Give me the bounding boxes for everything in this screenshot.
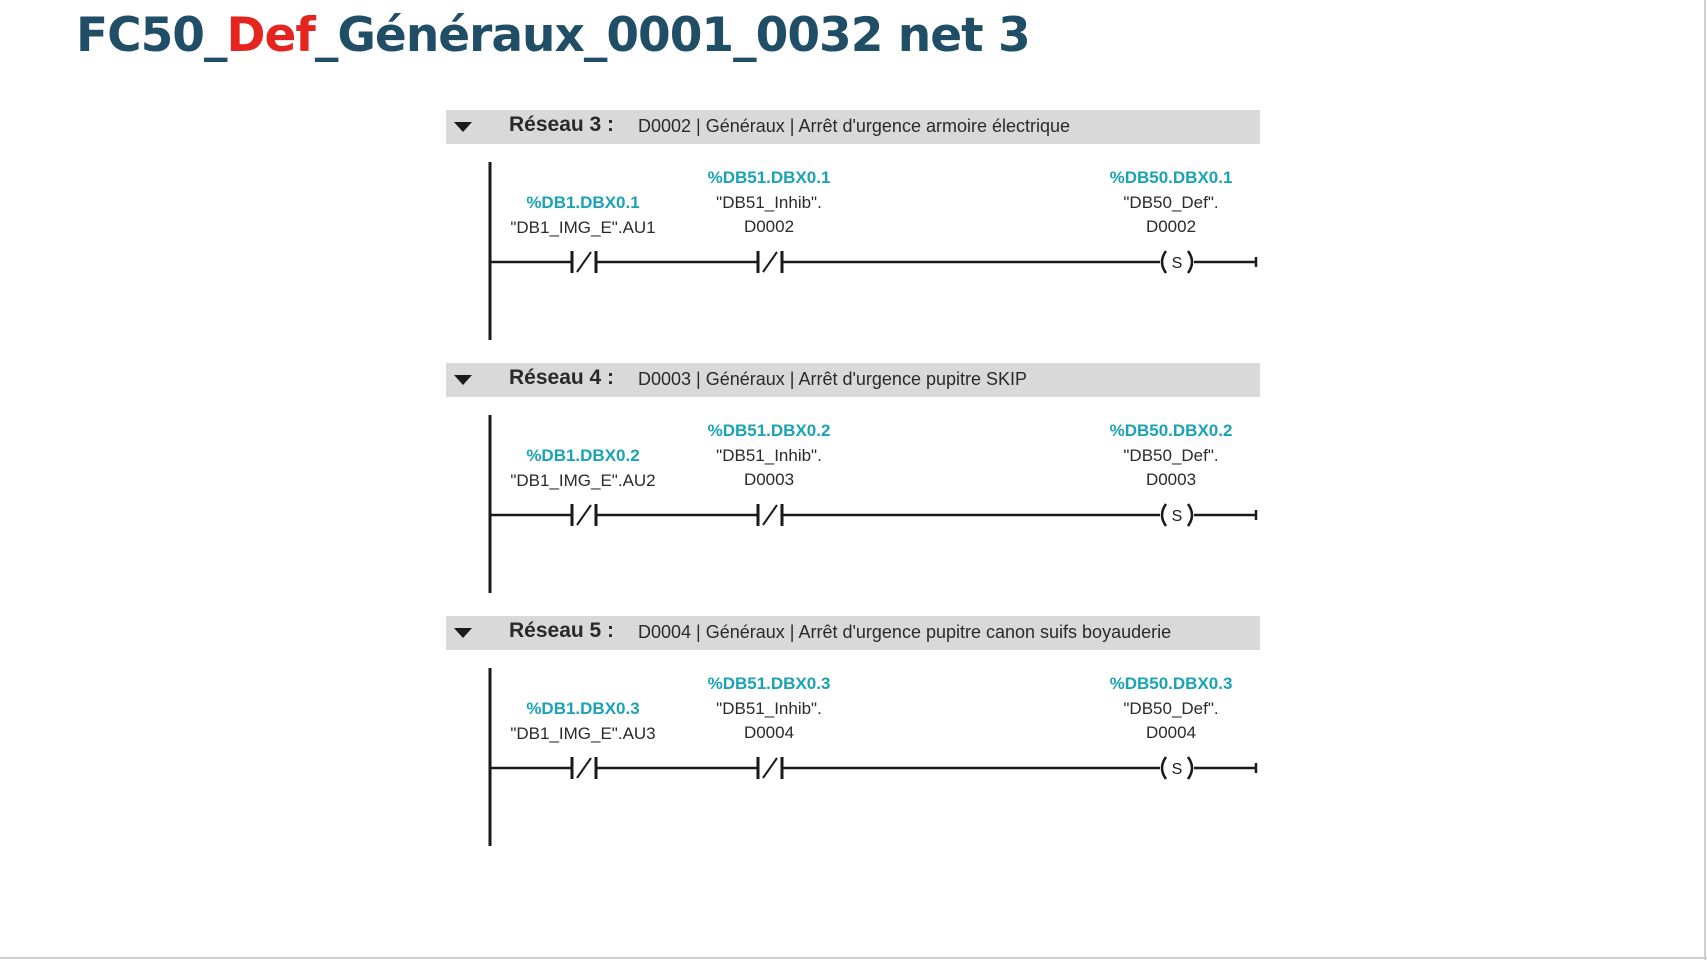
coil-address: %DB50.DBX0.2 <box>1109 421 1233 440</box>
contact2-symbol: "DB51_Inhib". <box>716 699 822 718</box>
coil-type: S <box>1172 508 1183 525</box>
network-label: Réseau 4 : <box>509 366 615 389</box>
normally-closed-contact-icon[interactable] <box>756 251 784 273</box>
contact2-symbol-member: D0003 <box>743 470 795 489</box>
coil-type: S <box>1172 761 1183 778</box>
contact1-address: %DB1.DBX0.2 <box>526 446 640 465</box>
title-part-3: _Généraux_0001_0032 net 3 <box>314 8 1031 63</box>
contact2-symbol: "DB51_Inhib". <box>716 446 822 465</box>
contact1-symbol: "DB1_IMG_E".AU1 <box>510 218 656 237</box>
normally-closed-contact-icon[interactable] <box>570 757 598 779</box>
network-header[interactable]: Réseau 4 : D0003 | Généraux | Arrêt d'ur… <box>446 363 1260 397</box>
network-label: Réseau 3 : <box>509 113 615 136</box>
contact1-symbol: "DB1_IMG_E".AU3 <box>510 724 656 743</box>
triangle-down-icon[interactable] <box>454 628 472 638</box>
set-coil-icon[interactable]: S <box>1160 503 1194 527</box>
ladder-rung: S <box>488 415 1258 593</box>
contact2-symbol-member: D0004 <box>743 723 795 742</box>
coil-address: %DB50.DBX0.1 <box>1109 168 1233 187</box>
contact1-address: %DB1.DBX0.3 <box>526 699 640 718</box>
network-3: Réseau 3 : D0002 | Généraux | Arrêt d'ur… <box>446 110 1260 340</box>
network-description: D0003 | Généraux | Arrêt d'urgence pupit… <box>638 369 1028 389</box>
page-title: FC50_Def_Généraux_0001_0032 net 3 <box>76 8 1031 63</box>
network-header[interactable]: Réseau 3 : D0002 | Généraux | Arrêt d'ur… <box>446 110 1260 144</box>
normally-closed-contact-icon[interactable] <box>570 504 598 526</box>
network-4: Réseau 4 : D0003 | Généraux | Arrêt d'ur… <box>446 363 1260 593</box>
contact2-address: %DB51.DBX0.3 <box>707 674 831 693</box>
coil-symbol: "DB50_Def". <box>1123 699 1219 718</box>
network-header[interactable]: Réseau 5 : D0004 | Généraux | Arrêt d'ur… <box>446 616 1260 650</box>
network-description: D0002 | Généraux | Arrêt d'urgence armoi… <box>638 116 1071 136</box>
set-coil-icon[interactable]: S <box>1160 756 1194 780</box>
triangle-down-icon[interactable] <box>454 122 472 132</box>
network-label: Réseau 5 : <box>509 619 615 642</box>
contact2-symbol-member: D0002 <box>743 217 795 236</box>
coil-symbol: "DB50_Def". <box>1123 446 1219 465</box>
normally-closed-contact-icon[interactable] <box>570 251 598 273</box>
title-part-accent: Def <box>226 8 316 63</box>
contact2-address: %DB51.DBX0.1 <box>707 168 831 187</box>
contact1-symbol: "DB1_IMG_E".AU2 <box>510 471 656 490</box>
ladder-rung: S <box>488 162 1258 340</box>
coil-type: S <box>1172 255 1183 272</box>
contact2-address: %DB51.DBX0.2 <box>707 421 831 440</box>
normally-closed-contact-icon[interactable] <box>756 757 784 779</box>
network-5: Réseau 5 : D0004 | Généraux | Arrêt d'ur… <box>446 616 1260 846</box>
coil-symbol-member: D0003 <box>1145 470 1197 489</box>
contact1-address: %DB1.DBX0.1 <box>526 193 640 212</box>
network-description: D0004 | Généraux | Arrêt d'urgence pupit… <box>638 622 1172 642</box>
title-part-1: FC50_ <box>76 8 228 63</box>
normally-closed-contact-icon[interactable] <box>756 504 784 526</box>
ladder-rung: S <box>488 668 1258 846</box>
coil-symbol: "DB50_Def". <box>1123 193 1219 212</box>
triangle-down-icon[interactable] <box>454 375 472 385</box>
set-coil-icon[interactable]: S <box>1160 250 1194 274</box>
slide-bottom-border <box>0 957 1707 959</box>
coil-address: %DB50.DBX0.3 <box>1109 674 1233 693</box>
contact2-symbol: "DB51_Inhib". <box>716 193 822 212</box>
coil-symbol-member: D0004 <box>1145 723 1197 742</box>
slide-right-border <box>1704 0 1706 960</box>
coil-symbol-member: D0002 <box>1145 217 1197 236</box>
